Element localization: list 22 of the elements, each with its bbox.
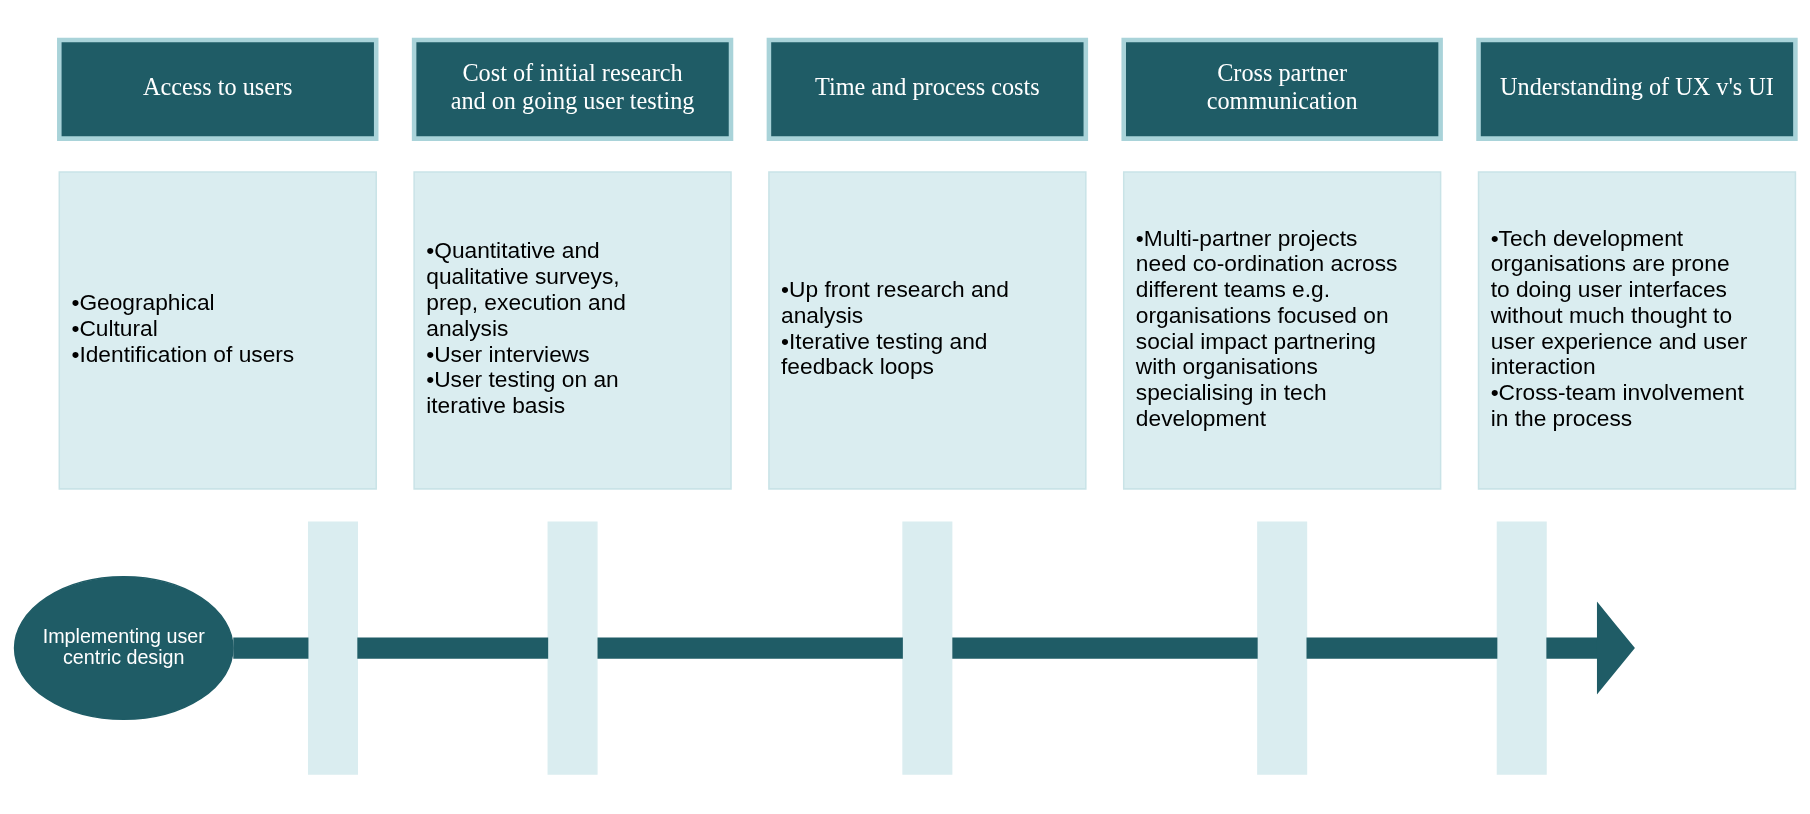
connector (357, 637, 549, 659)
node-bar (902, 521, 953, 775)
node-box: Access to users (57, 37, 379, 141)
node-box: •Multi-partner projects need co-ordination across different teams e.g. organisations focused on social impact partnering with organisations specialising in tech development (1122, 171, 1442, 490)
node-box: Understanding of UX v's UI (1476, 37, 1798, 141)
node-bar (1496, 521, 1547, 775)
connector (597, 637, 903, 659)
node-bar (547, 521, 598, 775)
node-box: Time and process costs (766, 37, 1089, 141)
node-bar (1257, 521, 1308, 775)
node-box: •Quantitative and qualitative surveys, prep, execution and analysis •User interviews •User testing on an iterative basis (413, 171, 732, 490)
node-ellipse: Implementing user centric design (13, 576, 234, 721)
node-box: •Geographical •Cultural •Identification of users (58, 171, 377, 490)
node-box: Cost of initial research and on going user testing (411, 37, 734, 141)
arrow (1546, 601, 1635, 695)
connector (233, 637, 309, 659)
connector (952, 637, 1258, 659)
node-bar (307, 521, 358, 775)
node-box: Cross partner communication (1121, 37, 1443, 141)
node-box: •Tech development organisations are prone to doing user interfaces without much thought to user experience and user interaction •Cross-team involvement in the process (1477, 171, 1797, 490)
connector (1306, 637, 1498, 659)
node-box: •Up front research and analysis •Iterative testing and feedback loops (768, 171, 1087, 490)
